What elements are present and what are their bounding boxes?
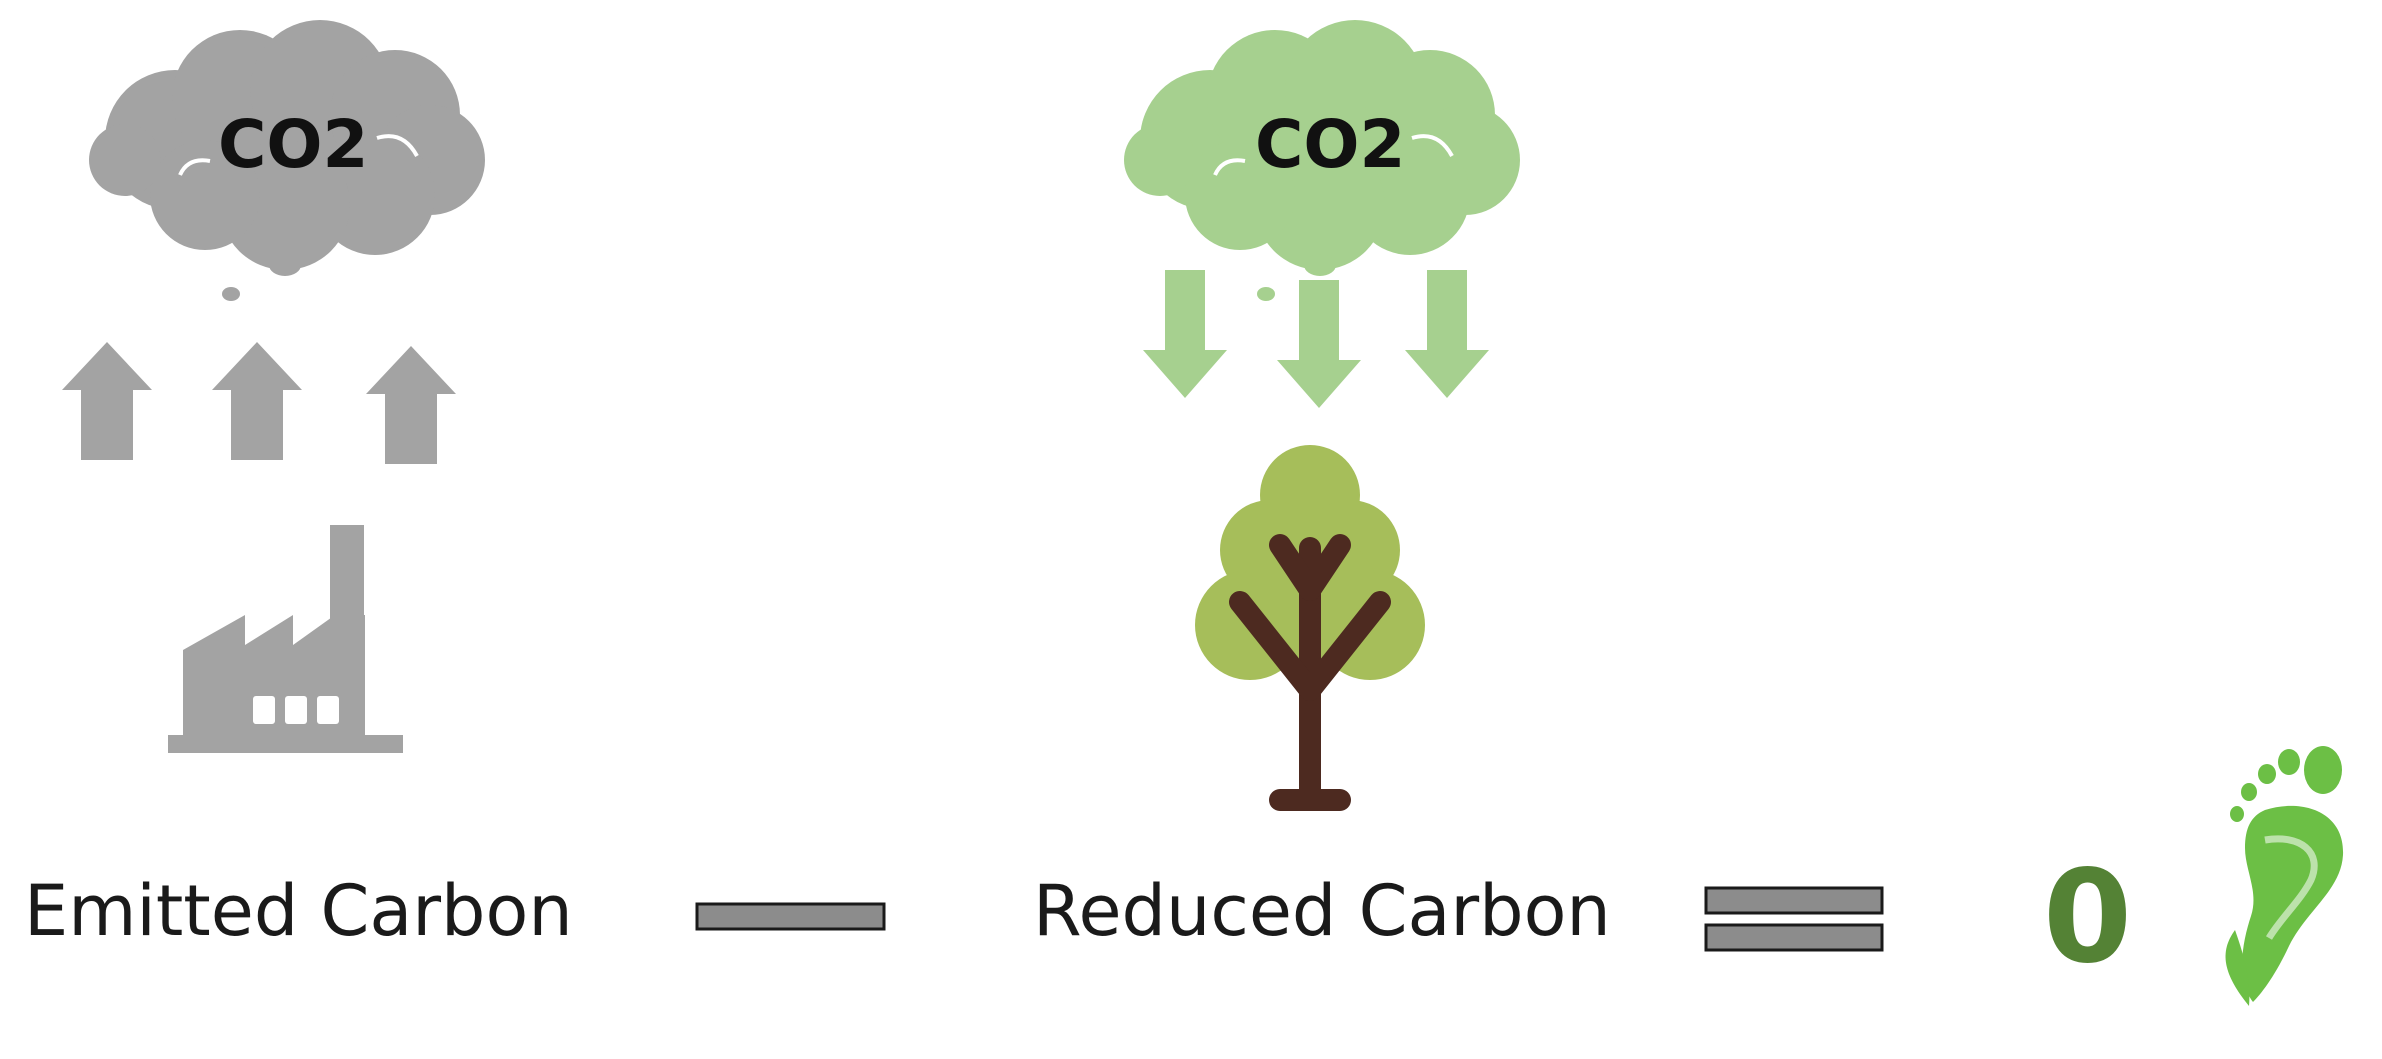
emitted-cloud-label: CO2 bbox=[218, 106, 369, 183]
footprint-icon bbox=[2225, 746, 2344, 1006]
tree-icon bbox=[1195, 445, 1425, 811]
reduced-cloud-icon bbox=[1124, 20, 1520, 301]
factory-icon bbox=[168, 525, 403, 753]
equals-icon bbox=[1704, 886, 1884, 952]
reduced-carbon-label: Reduced Carbon bbox=[1033, 870, 1611, 952]
upward-arrows-icon bbox=[62, 342, 456, 464]
reduced-cloud-label: CO2 bbox=[1255, 106, 1406, 183]
downward-arrows-icon bbox=[1143, 270, 1489, 408]
emitted-cloud-icon bbox=[89, 20, 485, 301]
minus-icon bbox=[695, 902, 886, 931]
result-value: 0 bbox=[2043, 843, 2133, 992]
emitted-carbon-label: Emitted Carbon bbox=[24, 870, 573, 952]
